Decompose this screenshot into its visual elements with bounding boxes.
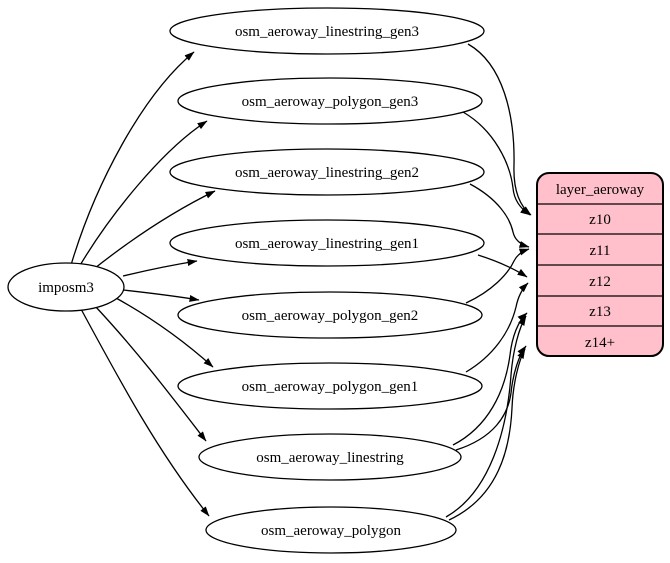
node-osm-aeroway-linestring-gen1: osm_aeroway_linestring_gen1 xyxy=(169,219,485,267)
table-ellipse xyxy=(169,148,485,196)
node-osm-aeroway-polygon-gen1: osm_aeroway_polygon_gen1 xyxy=(177,362,483,410)
edge-osm-aeroway-linestring-gen3-z10 xyxy=(467,43,532,216)
edge-osm-aeroway-polygon-gen1-z12 xyxy=(465,282,529,373)
edge-imposm3-osm-aeroway-linestring-gen3 xyxy=(70,51,195,266)
node-osm-aeroway-linestring-gen2: osm_aeroway_linestring_gen2 xyxy=(169,148,485,196)
edge-osm-aeroway-polygon-z14 xyxy=(448,348,526,521)
edges xyxy=(70,43,532,521)
edge-osm-aeroway-linestring-z14 xyxy=(455,345,527,451)
layer-row-z10: z10 xyxy=(589,212,611,228)
node-osm-aeroway-linestring-gen3: osm_aeroway_linestring_gen3 xyxy=(169,7,485,55)
table-label: osm_aeroway_linestring_gen3 xyxy=(235,24,419,40)
table-label: osm_aeroway_polygon_gen1 xyxy=(242,379,419,395)
edge-osm-aeroway-polygon-z13 xyxy=(445,315,527,518)
edge-osm-aeroway-polygon-gen2-z11 xyxy=(465,248,530,304)
layer-aeroway-title: layer_aeroway xyxy=(556,182,645,198)
table-label: osm_aeroway_linestring_gen1 xyxy=(235,236,419,252)
table-label: osm_aeroway_polygon_gen2 xyxy=(242,308,419,324)
edge-imposm3-osm-aeroway-linestring xyxy=(94,305,207,442)
table-ellipse xyxy=(198,433,462,481)
edge-imposm3-osm-aeroway-polygon xyxy=(80,308,210,517)
node-layer-aeroway: layer_aeroway z10 z11 z12 z13 z14+ xyxy=(536,172,664,357)
edge-imposm3-osm-aeroway-polygon-gen3 xyxy=(78,120,208,268)
node-osm-aeroway-polygon-gen3: osm_aeroway_polygon_gen3 xyxy=(177,77,483,125)
node-imposm3: imposm3 xyxy=(7,262,125,312)
table-ellipse xyxy=(177,77,483,125)
table-label: osm_aeroway_linestring_gen2 xyxy=(235,165,419,181)
table-ellipse xyxy=(177,291,483,339)
imposm3-ellipse xyxy=(7,262,125,312)
edge-osm-aeroway-linestring-gen1-z12 xyxy=(477,254,528,278)
layer-row-z13: z13 xyxy=(589,304,611,320)
node-osm-aeroway-polygon: osm_aeroway_polygon xyxy=(205,506,457,554)
node-osm-aeroway-polygon-gen2: osm_aeroway_polygon_gen2 xyxy=(177,291,483,339)
edge-osm-aeroway-polygon-gen3-z10 xyxy=(462,111,531,216)
table-label: osm_aeroway_linestring xyxy=(256,450,404,466)
layer-row-z14: z14+ xyxy=(585,335,615,351)
layer-row-z11: z11 xyxy=(589,243,610,259)
edge-imposm3-osm-aeroway-polygon-gen2 xyxy=(122,289,200,302)
edge-imposm3-osm-aeroway-polygon-gen1 xyxy=(115,297,214,368)
table-ellipse xyxy=(169,219,485,267)
table-ellipse xyxy=(169,7,485,55)
table-ellipse xyxy=(205,506,457,554)
edge-osm-aeroway-linestring-gen2-z11 xyxy=(469,183,530,248)
edge-imposm3-osm-aeroway-linestring-gen1 xyxy=(122,259,198,277)
imposm3-label: imposm3 xyxy=(38,280,94,296)
layer-row-z12: z12 xyxy=(589,274,611,290)
edge-imposm3-osm-aeroway-linestring-gen2 xyxy=(89,190,216,273)
node-osm-aeroway-linestring: osm_aeroway_linestring xyxy=(198,433,462,481)
table-label: osm_aeroway_polygon xyxy=(261,523,401,539)
table-ellipse xyxy=(177,362,483,410)
table-label: osm_aeroway_polygon_gen3 xyxy=(242,94,419,110)
